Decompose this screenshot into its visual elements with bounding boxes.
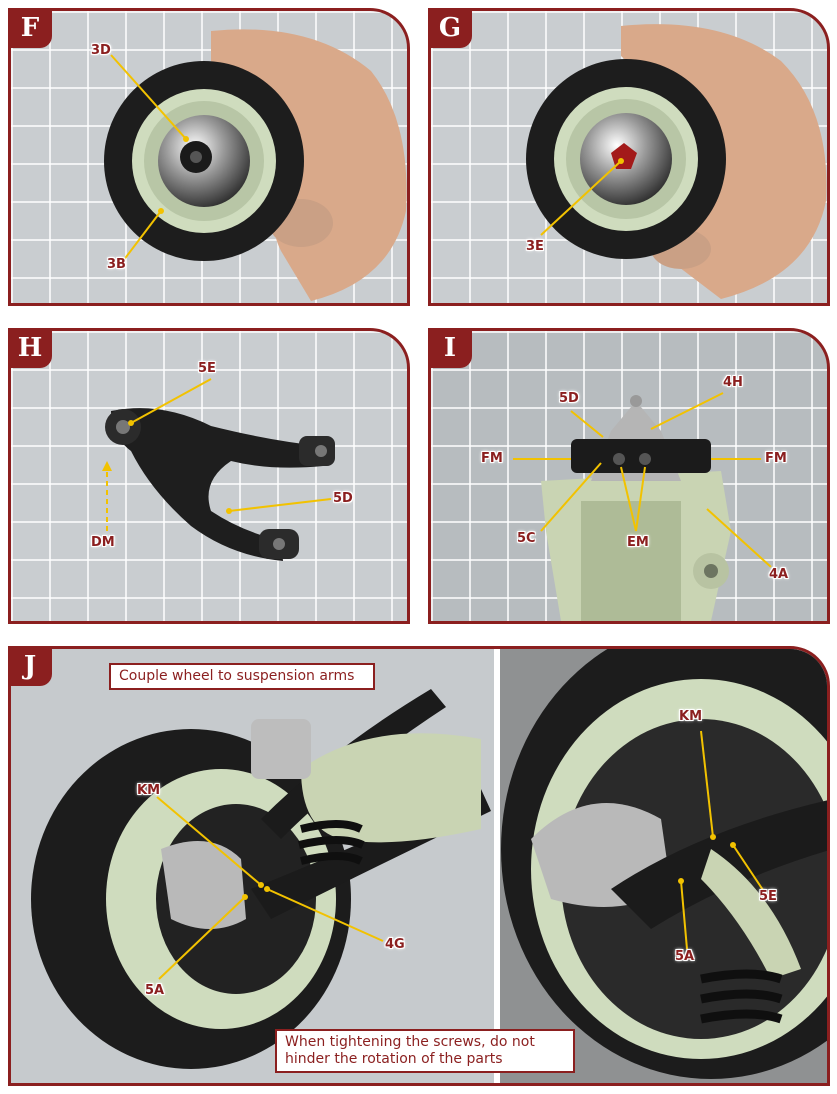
panel-j: J [8,646,830,1086]
callout-5d: 5D [559,391,579,406]
callout-dm: DM [91,535,115,550]
note-couple-wheel: Couple wheel to suspension arms [109,663,375,690]
callout-5e-right: 5E [759,889,777,904]
step-badge-h: H [11,331,52,368]
callout-3b: 3B [107,257,126,272]
wheel-hubcap-illustration [104,29,407,301]
panel-f: F 3D 3B [8,8,410,306]
step-badge-i: I [431,331,472,368]
callout-4g: 4G [385,937,405,952]
panel-h: H 5E 5D DM [8,328,410,624]
panel-i: I 5D 4H FM FM 5C EM 4A [428,328,830,624]
step-badge-j: J [11,649,52,686]
callout-km-left: KM [137,783,161,798]
callout-3e: 3E [526,239,544,254]
callout-5a-left: 5A [145,983,165,998]
panel-g: G 3E [428,8,830,306]
callout-5a-right: 5A [675,949,695,964]
callout-fm-left: FM [481,451,503,466]
callout-5e: 5E [198,361,216,376]
wheel-assembly-illustration [11,649,827,1083]
shock-mount-illustration [513,392,772,621]
callout-4h: 4H [723,375,743,390]
callout-3d: 3D [91,43,111,58]
suspension-arm-illustration [102,378,335,561]
panel-j-divider [494,649,500,1083]
callout-km-right: KM [679,709,703,724]
note-tightening-screws: When tightening the screws, do not hinde… [275,1029,575,1073]
callout-4a: 4A [769,567,789,582]
callout-5c: 5C [517,531,536,546]
step-badge-g: G [431,11,472,48]
callout-em: EM [627,535,649,550]
callout-fm-right: FM [765,451,787,466]
wheel-cap-illustration [526,24,827,299]
callout-5d: 5D [333,491,353,506]
step-badge-f: F [11,11,52,48]
